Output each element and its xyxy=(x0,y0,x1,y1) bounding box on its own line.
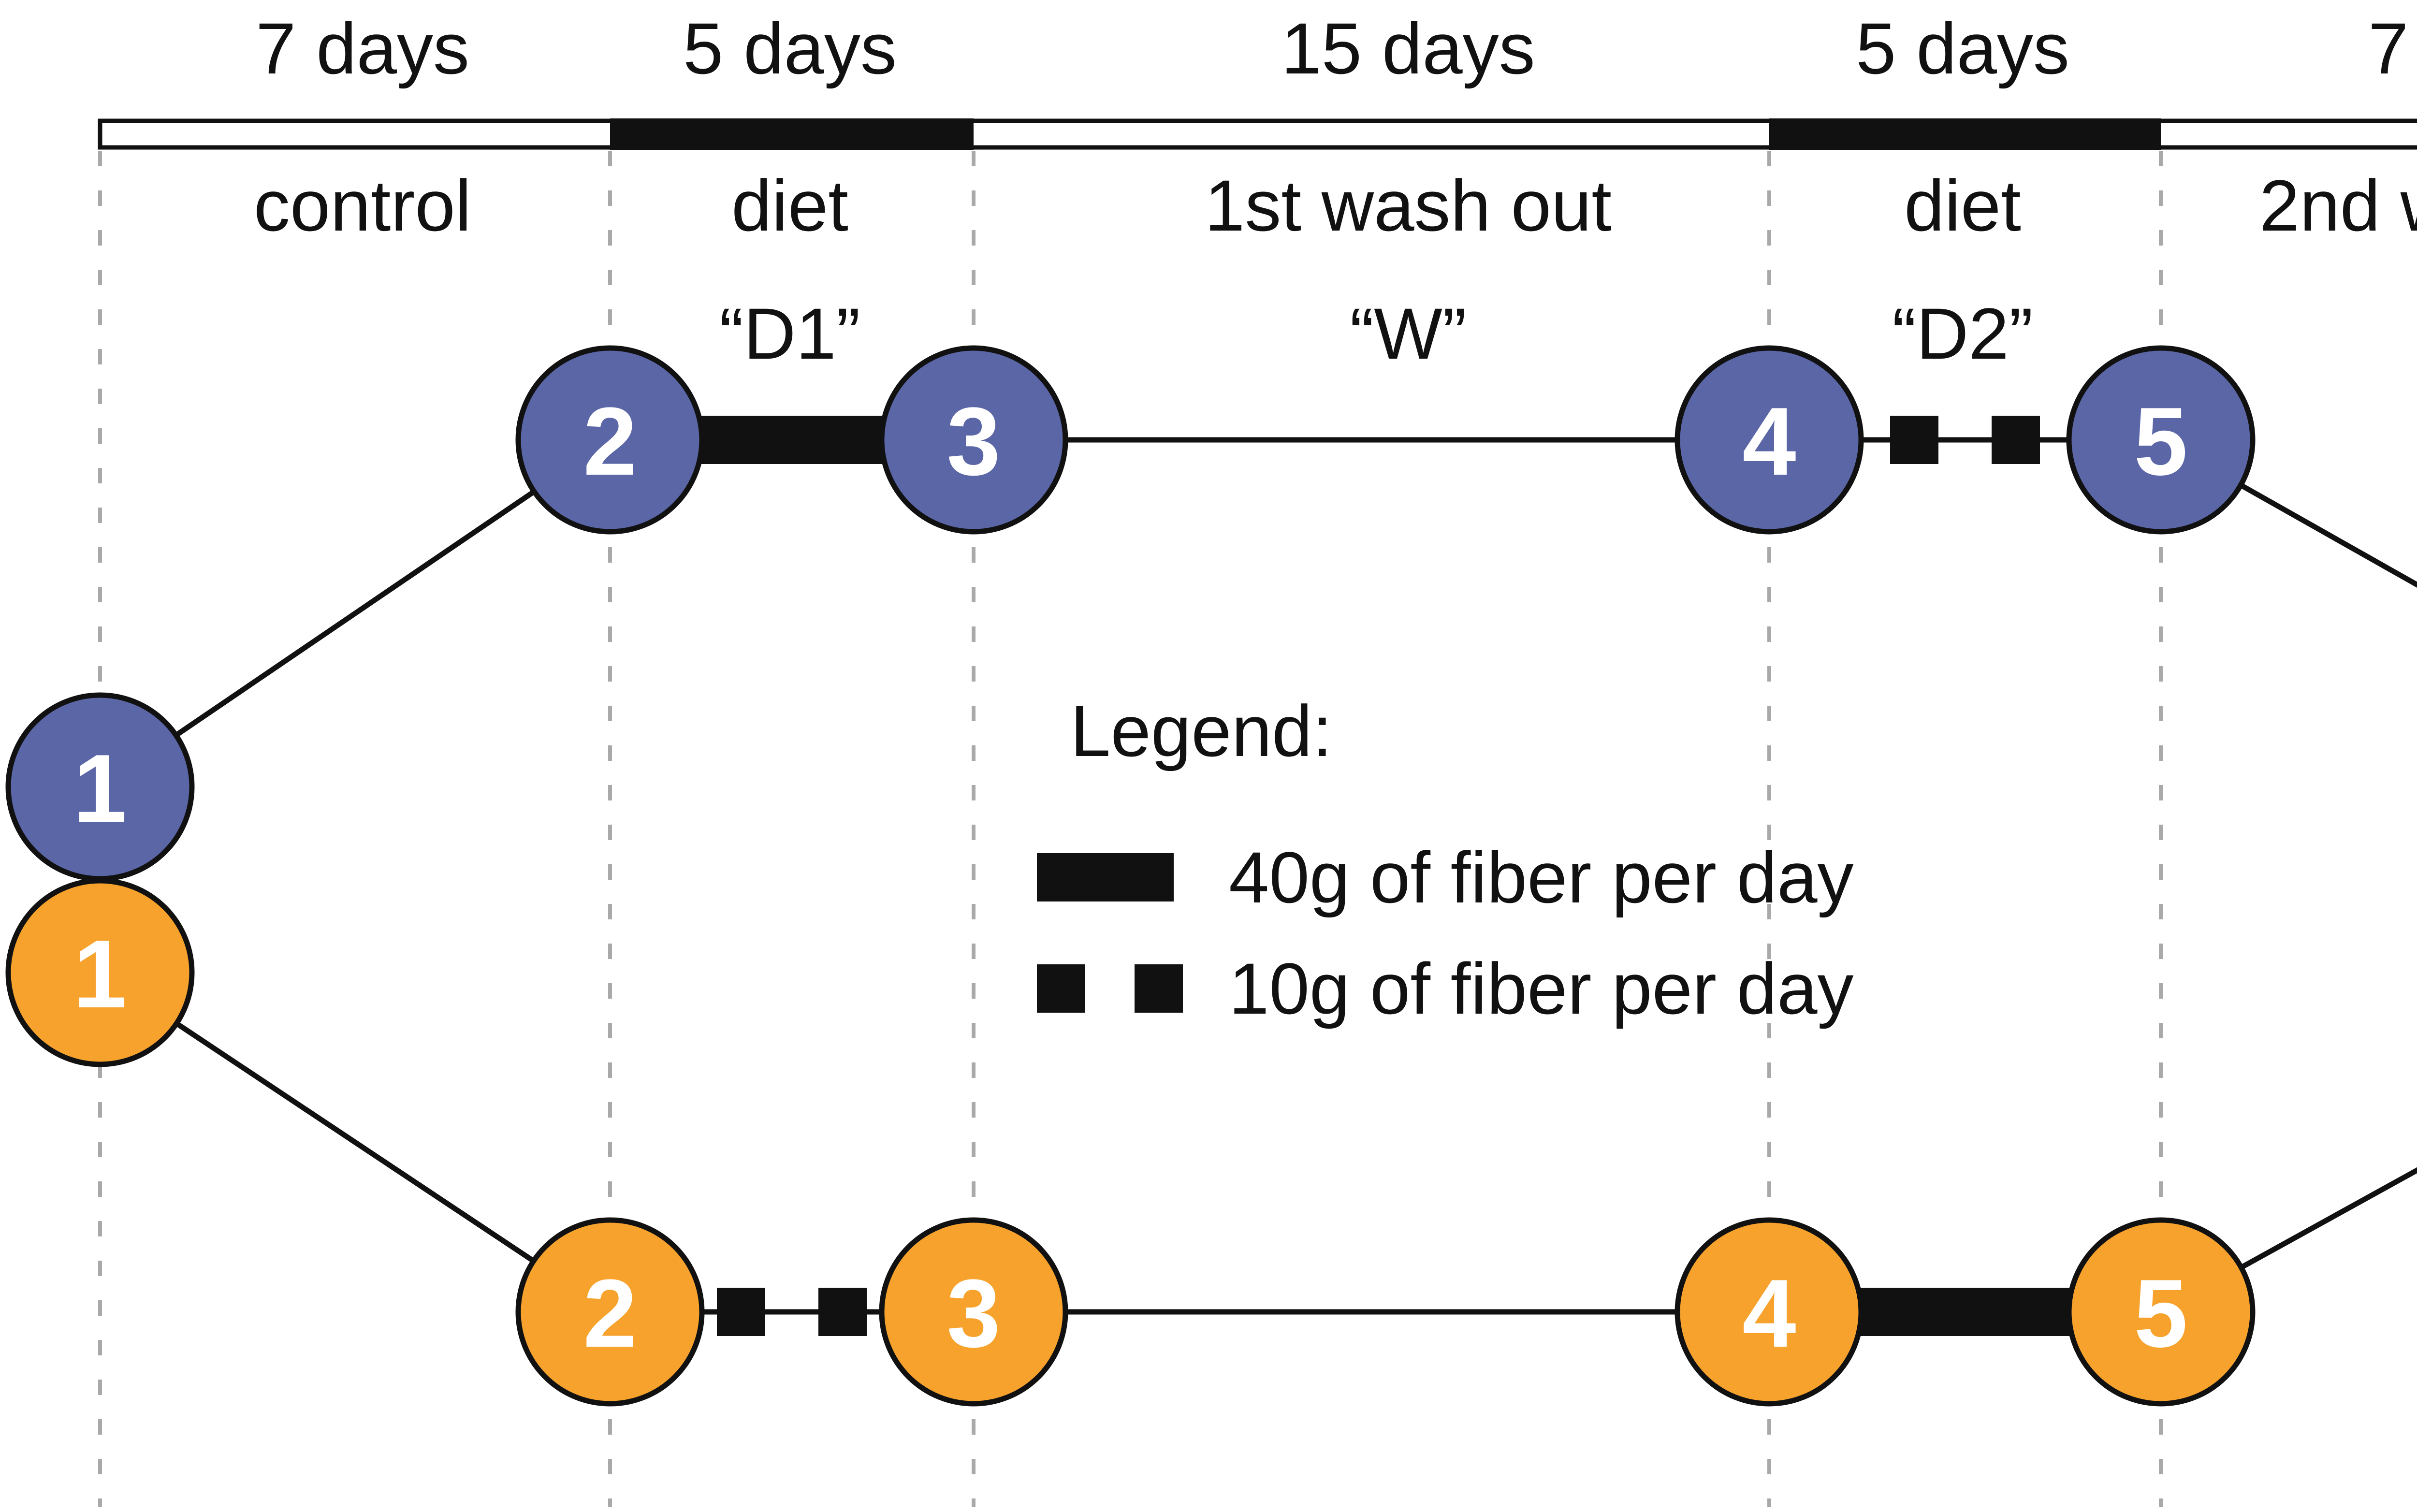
connector-orange-1-2 xyxy=(98,970,612,1314)
square-orange-2-3-b xyxy=(818,1288,867,1336)
square-orange-2-3-a xyxy=(717,1288,765,1336)
legend-swatch-40g-bar xyxy=(1037,853,1174,901)
node-circle-blue-3 xyxy=(879,345,1068,535)
phase-code-w: “W” xyxy=(1350,293,1467,374)
node-label-blue-3: 3 xyxy=(946,388,1001,495)
legend-swatch-10g-square-a xyxy=(1037,964,1085,1013)
phase-label-washout-1: 1st wash out xyxy=(1204,165,1612,246)
phase-code-d2: “D2” xyxy=(1892,293,2033,374)
timeline-diet-segment-2 xyxy=(1769,118,2161,150)
phase-label-control: control xyxy=(253,165,472,246)
node-circle-orange-5 xyxy=(2066,1217,2256,1407)
connector-orange-5-6 xyxy=(2159,1167,2417,1314)
square-blue-4-5-b xyxy=(1992,416,2040,464)
node-circle-orange-2 xyxy=(515,1217,705,1407)
legend-item-10g-label: 10g of fiber per day xyxy=(1229,948,1854,1029)
node-circle-blue-5 xyxy=(2066,345,2256,535)
connector-blue-5-6 xyxy=(2159,437,2417,588)
phase-label-washout-2: 2nd wash out xyxy=(2259,165,2417,246)
node-circle-blue-4 xyxy=(1674,345,1864,535)
dashed-square-segments xyxy=(717,416,2040,1336)
node-label-orange-2: 2 xyxy=(583,1260,637,1367)
phase-duration-3: 15 days xyxy=(1281,8,1535,89)
phase-duration-2: 5 days xyxy=(683,8,897,89)
node-label-blue-2: 2 xyxy=(583,388,637,495)
legend-title: Legend: xyxy=(1070,690,1333,771)
node-circle-orange-4 xyxy=(1674,1217,1864,1407)
phase-duration-1: 7 days xyxy=(256,8,469,89)
phase-duration-5: 7 days xyxy=(2368,8,2417,89)
node-label-orange-3: 3 xyxy=(946,1260,1001,1367)
phase-label-diet-2: diet xyxy=(1904,165,2021,246)
timeline-diet-segment-1 xyxy=(610,118,974,150)
legend-item-40g-label: 40g of fiber per day xyxy=(1229,837,1854,918)
orange-arm-circles xyxy=(5,878,2256,1407)
node-label-blue-4: 4 xyxy=(1742,388,1796,495)
phase-code-d1: “D1” xyxy=(719,293,860,374)
legend-swatch-10g-square-b xyxy=(1135,964,1183,1013)
node-circle-orange-1 xyxy=(5,878,195,1067)
square-blue-4-5-a xyxy=(1890,416,1938,464)
node-label-orange-5: 5 xyxy=(2134,1260,2188,1367)
phase-label-diet-1: diet xyxy=(731,165,848,246)
node-label-orange-1: 1 xyxy=(73,920,127,1028)
node-circle-orange-3 xyxy=(879,1217,1068,1407)
connector-blue-1-2 xyxy=(98,437,612,789)
node-label-blue-5: 5 xyxy=(2134,388,2188,495)
phase-duration-4: 5 days xyxy=(1856,8,2069,89)
node-circle-blue-2 xyxy=(515,345,705,535)
node-label-blue-1: 1 xyxy=(73,735,127,843)
node-label-orange-4: 4 xyxy=(1742,1260,1796,1367)
blue-arm-circles xyxy=(5,345,2256,882)
